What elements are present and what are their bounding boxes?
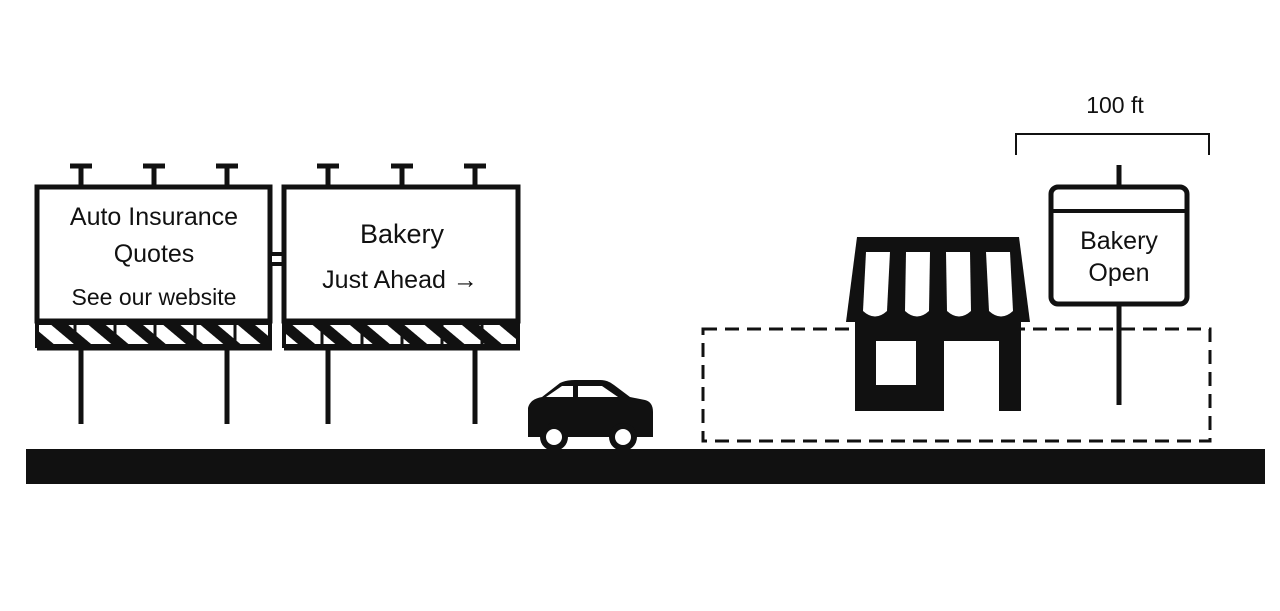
storefront-icon [846,237,1030,411]
billboard-1-line-2: Quotes [114,240,195,268]
billboard-2-line-2: Just Ahead → [322,266,478,294]
distance-label: 100 ft [1086,92,1144,118]
sign-line-2: Open [1088,259,1149,287]
sign-post-icon: Bakery Open [1048,165,1190,405]
billboard-1-line-3: See our website [72,284,237,310]
billboard-icon: Bakery Just Ahead → [281,163,521,424]
car-icon [528,380,653,451]
billboard-1-line-1: Auto Insurance [70,203,238,231]
distance-bracket: 100 ft [1015,92,1210,155]
billboard-icon: Auto Insurance Quotes See our website [34,163,273,424]
road [26,449,1265,484]
sign-line-1: Bakery [1080,227,1158,255]
billboard-2-line-1: Bakery [360,219,445,249]
